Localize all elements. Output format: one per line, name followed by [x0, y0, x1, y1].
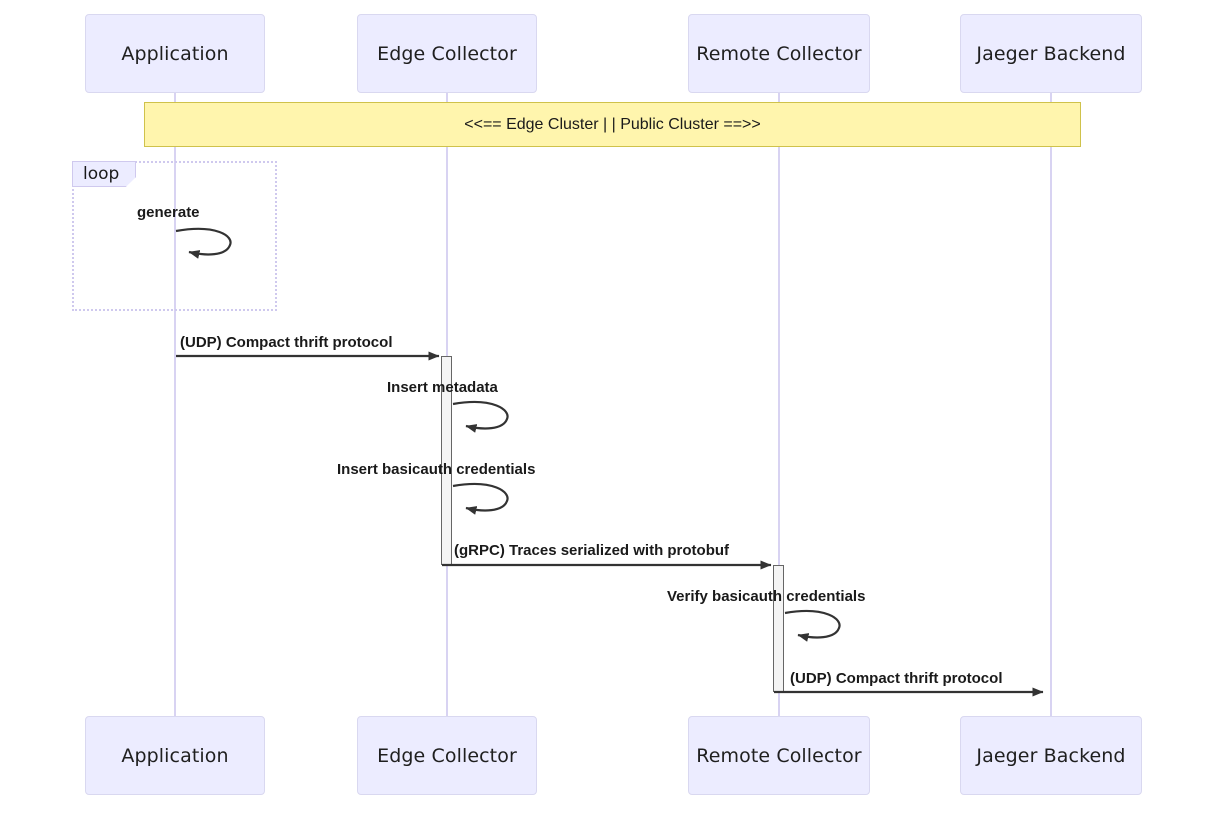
loop-fragment-frame — [72, 161, 277, 311]
lifeline-remote-collector — [778, 93, 780, 716]
lifeline-application — [174, 93, 176, 716]
message-label-insert-basicauth: Insert basicauth credentials — [337, 461, 536, 478]
participant-remote-collector-top[interactable]: Remote Collector — [688, 14, 870, 93]
participant-remote-collector-bottom[interactable]: Remote Collector — [688, 716, 870, 795]
participant-jaeger-backend-bottom[interactable]: Jaeger Backend — [960, 716, 1142, 795]
message-label-verify-basicauth: Verify basicauth credentials — [667, 588, 866, 605]
arrow-insert-metadata — [452, 400, 509, 433]
message-label-insert-metadata: Insert metadata — [387, 379, 498, 396]
note-cluster-divider: <<== Edge Cluster | | Public Cluster ==>… — [144, 102, 1081, 147]
lifeline-jaeger-backend — [1050, 93, 1052, 716]
message-label-grpc-edge-remote: (gRPC) Traces serialized with protobuf — [454, 542, 730, 559]
arrow-insert-basicauth — [452, 482, 509, 515]
participant-application-bottom[interactable]: Application — [85, 716, 265, 795]
participant-edge-collector-top[interactable]: Edge Collector — [357, 14, 537, 93]
loop-fragment-label: loop — [72, 161, 136, 187]
message-label-udp-remote-jaeger: (UDP) Compact thrift protocol — [790, 670, 1003, 687]
message-label-udp-app-edge: (UDP) Compact thrift protocol — [180, 334, 393, 351]
participant-application-top[interactable]: Application — [85, 14, 265, 93]
activation-remote-collector — [773, 565, 784, 692]
arrow-verify-basicauth — [784, 609, 841, 642]
participant-jaeger-backend-top[interactable]: Jaeger Backend — [960, 14, 1142, 93]
message-label-generate: generate — [137, 204, 200, 221]
participant-edge-collector-bottom[interactable]: Edge Collector — [357, 716, 537, 795]
